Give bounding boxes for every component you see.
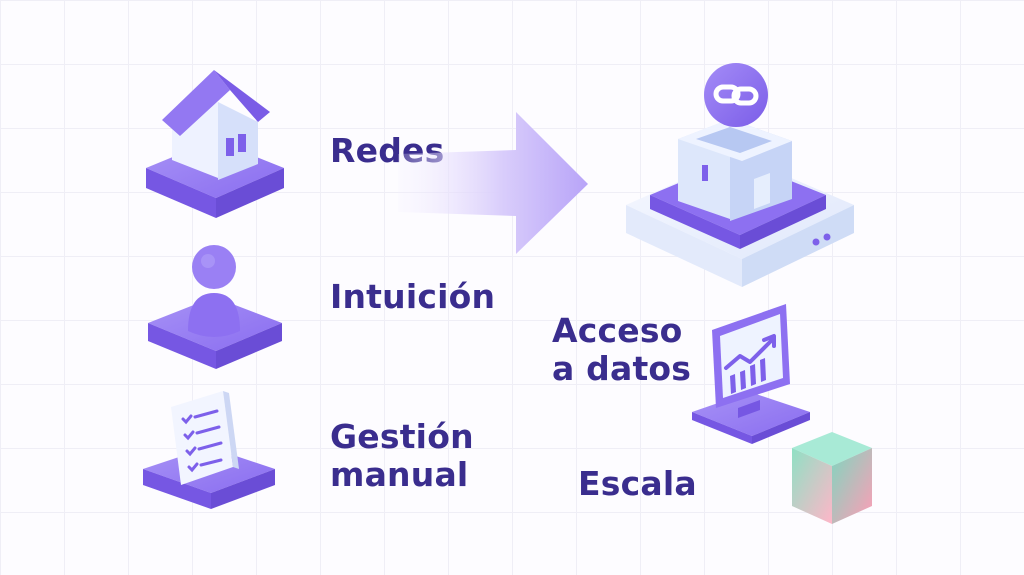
label-acceso-a-datos: Acceso a datos: [552, 311, 692, 388]
label-intuicion: Intuición: [330, 277, 496, 316]
link-icon: [704, 63, 768, 127]
label-escala: Escala: [578, 464, 697, 503]
chart-monitor-icon: [692, 304, 810, 444]
house-icon: [146, 70, 284, 218]
checklist-icon: [143, 391, 275, 509]
platform-device: [626, 63, 854, 287]
label-gestion-manual: Gestión manual: [330, 417, 474, 494]
cube-icon: [792, 432, 872, 524]
person-icon: [148, 245, 282, 369]
arrow-right-icon: [398, 112, 588, 254]
